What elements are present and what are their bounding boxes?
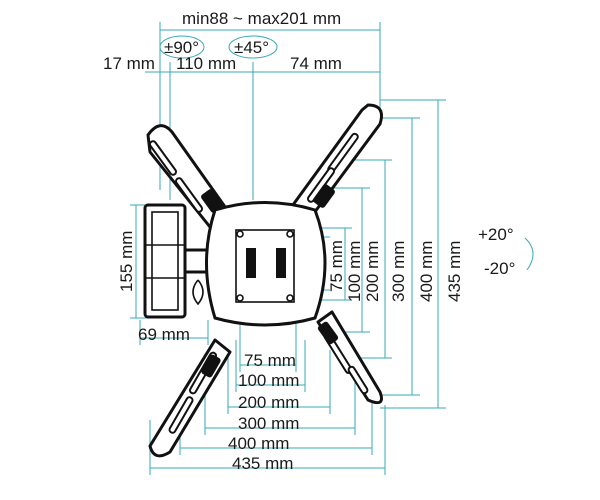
vesa-v-75-label: 75 mm (327, 240, 346, 292)
vesa-v-100-label: 100 mm (345, 241, 364, 302)
mount-arms (146, 103, 383, 458)
tv-offset-label: 74 mm (290, 54, 342, 73)
vesa-v-400-label: 400 mm (417, 241, 436, 302)
vesa-v-200-label: 200 mm (363, 241, 382, 302)
vesa-h-400-label: 400 mm (228, 434, 289, 453)
wall-plate-height-label: 155 mm (117, 231, 136, 292)
vesa-h-75-label: 75 mm (244, 351, 296, 370)
vesa-h-200-label: 200 mm (238, 393, 299, 412)
vesa-v-300-label: 300 mm (389, 241, 408, 302)
swivel-tv-label: ±45° (234, 38, 269, 57)
vesa-plate (205, 201, 327, 327)
vesa-v-435-label: 435 mm (445, 241, 464, 302)
vesa-h-435-label: 435 mm (232, 454, 293, 473)
swivel-wall-label: ±90° (164, 38, 199, 57)
tilt-down-label: -20° (484, 259, 515, 278)
tilt-up-label: +20° (478, 225, 514, 244)
arm-length-label: 110 mm (176, 54, 236, 73)
wall-plate-width-label: 69 mm (138, 325, 190, 344)
wall-offset-label: 17 mm (103, 54, 155, 73)
extension-label: min88 ~ max201 mm (182, 9, 341, 28)
vesa-h-100-label: 100 mm (238, 371, 299, 390)
vesa-h-300-label: 300 mm (238, 414, 299, 433)
